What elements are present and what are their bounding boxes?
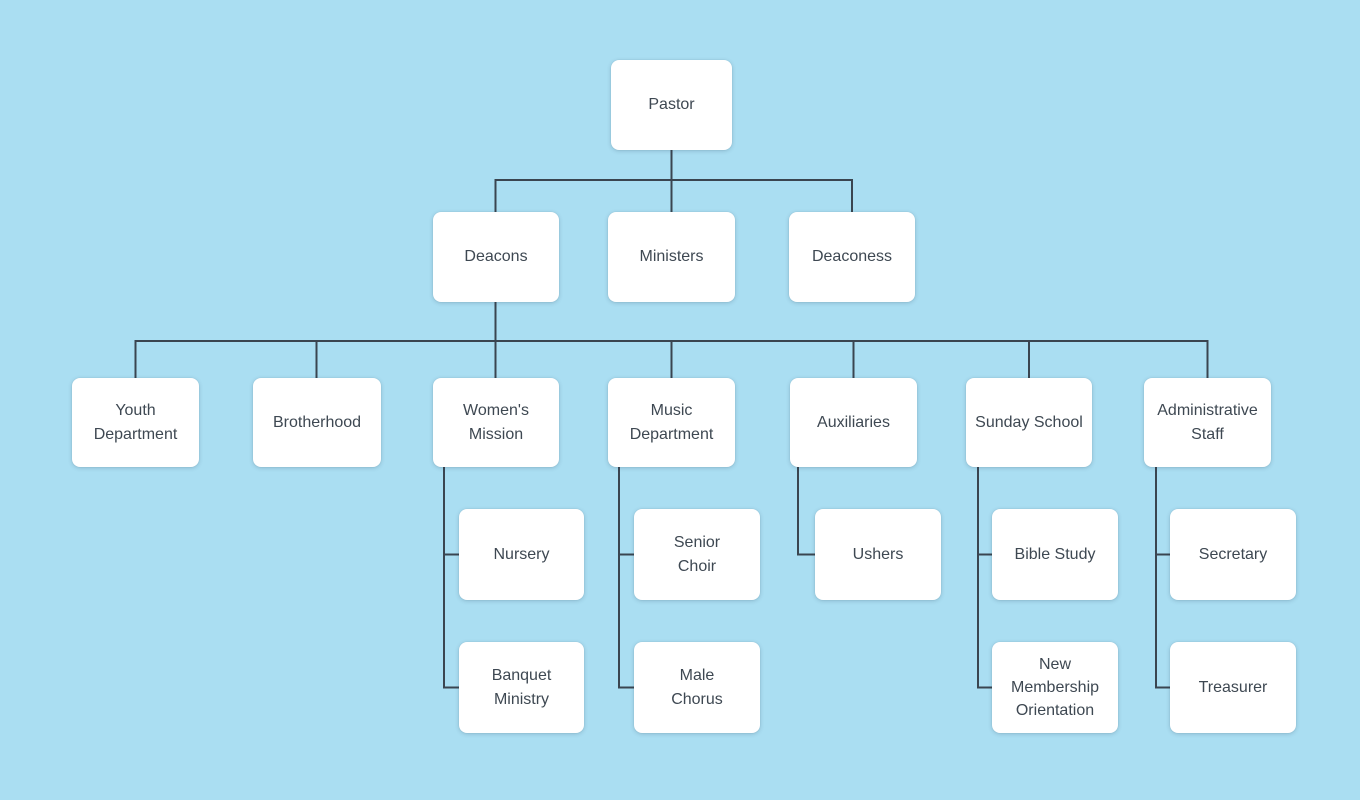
org-node-ministers[interactable]: Ministers	[608, 212, 735, 302]
connector-womens-mission-banquet-ministry	[443, 467, 459, 689]
org-node-banquet-ministry[interactable]: Banquet Ministry	[459, 642, 584, 733]
org-node-label: Brotherhood	[272, 413, 362, 431]
connector-music-department-male-chorus	[618, 467, 634, 689]
org-node-label: New Membership Orientation	[1010, 655, 1100, 720]
org-node-label: Administrative Staff	[1157, 402, 1258, 443]
org-node-label: Youth Department	[93, 402, 178, 443]
org-node-senior-choir[interactable]: Senior Choir	[634, 509, 760, 600]
org-node-auxiliaries[interactable]: Auxiliaries	[790, 378, 917, 467]
org-node-womens-mission[interactable]: Women's Mission	[433, 378, 559, 467]
org-node-bible-study[interactable]: Bible Study	[992, 509, 1118, 600]
connector-pastor-bus	[494, 179, 853, 212]
org-node-male-chorus[interactable]: Male Chorus	[634, 642, 760, 733]
org-node-label: Music Department	[629, 402, 714, 443]
org-node-label: Ushers	[852, 545, 904, 563]
org-node-secretary[interactable]: Secretary	[1170, 509, 1296, 600]
org-node-ushers[interactable]: Ushers	[815, 509, 941, 600]
org-node-label: Deacons	[464, 248, 528, 266]
org-node-label: Deaconess	[811, 248, 893, 266]
org-node-label: Treasurer	[1198, 678, 1268, 696]
org-node-pastor[interactable]: Pastor	[611, 60, 732, 150]
org-node-treasurer[interactable]: Treasurer	[1170, 642, 1296, 733]
org-node-music-department[interactable]: Music Department	[608, 378, 735, 467]
org-node-deacons[interactable]: Deacons	[433, 212, 559, 302]
org-node-deaconess[interactable]: Deaconess	[789, 212, 915, 302]
connector-administrative-staff-treasurer	[1155, 467, 1170, 689]
org-node-sunday-school[interactable]: Sunday School	[966, 378, 1092, 467]
org-node-youth-department[interactable]: Youth Department	[72, 378, 199, 467]
org-node-label: Nursery	[493, 545, 550, 563]
org-node-nursery[interactable]: Nursery	[459, 509, 584, 600]
org-node-brotherhood[interactable]: Brotherhood	[253, 378, 381, 467]
org-node-new-membership-orientation[interactable]: New Membership Orientation	[992, 642, 1118, 733]
org-node-label: Women's Mission	[463, 402, 529, 443]
org-node-label: Senior Choir	[673, 534, 721, 575]
org-node-label: Bible Study	[1014, 545, 1096, 563]
org-node-label: Secretary	[1198, 545, 1268, 563]
org-node-label: Auxiliaries	[817, 413, 890, 431]
connector-auxiliaries-ushers	[797, 467, 815, 556]
org-node-administrative-staff[interactable]: Administrative Staff	[1144, 378, 1271, 467]
org-node-label: Sunday School	[975, 413, 1083, 431]
org-node-label: Ministers	[639, 248, 704, 266]
org-node-label: Pastor	[648, 96, 695, 114]
org-node-label: Male Chorus	[671, 667, 723, 708]
connector-sunday-school-new-membership	[977, 467, 992, 689]
org-node-label: Banquet Ministry	[491, 667, 552, 708]
